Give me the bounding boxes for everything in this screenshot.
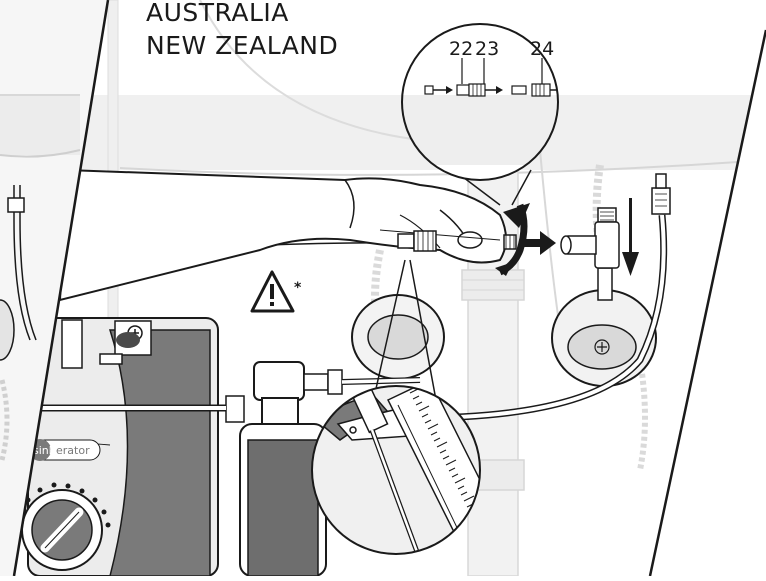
right-supply-hose bbox=[399, 173, 671, 422]
right-shutoff-valve bbox=[551, 267, 657, 387]
tee-fitting bbox=[560, 207, 620, 269]
brand-name-part1: sink bbox=[33, 444, 56, 457]
warning-mark: * bbox=[294, 280, 302, 296]
rotate-arrow-icon bbox=[495, 203, 530, 276]
part-number-22: 22 bbox=[449, 38, 474, 60]
detail-magnifier-bottom bbox=[311, 385, 481, 555]
brand-name-part2: erator bbox=[56, 444, 90, 457]
installer-hand bbox=[58, 168, 507, 302]
warning-triangle-icon: * bbox=[250, 270, 302, 313]
region-label-line2: NEW ZEALAND bbox=[146, 31, 339, 60]
part-number-23: 23 bbox=[475, 38, 500, 60]
down-arrow-icon bbox=[622, 198, 639, 276]
part-number-24: 24 bbox=[530, 38, 555, 60]
hose-connector bbox=[397, 230, 517, 252]
detail-magnifier-top bbox=[401, 23, 559, 181]
push-arrow-icon bbox=[522, 231, 556, 255]
region-label-line1: AUSTRALIA bbox=[146, 0, 289, 27]
